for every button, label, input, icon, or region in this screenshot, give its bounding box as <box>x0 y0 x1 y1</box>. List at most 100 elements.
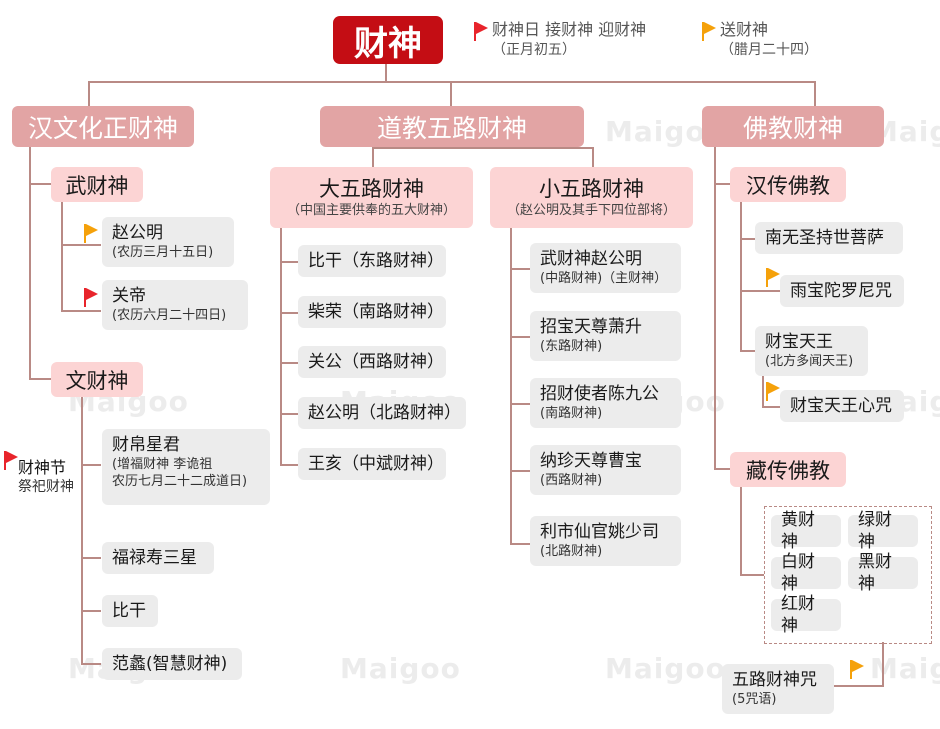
subgroup-wu-label: 武财神 <box>65 173 129 198</box>
leaf-caibo-xingjun: 财帛星君 (增福财神 李诡祖 农历七月二十二成道日) <box>102 429 270 505</box>
orange-flag-icon <box>702 22 716 41</box>
leaf-caibo-xingjun-desc2: 农历七月二十二成道日) <box>112 474 248 489</box>
orange-flag-icon <box>766 268 780 287</box>
leaf-big-five-label: 王亥（中斌财神） <box>308 454 444 474</box>
leaf-treasure-king-mantra-name: 财宝天王心咒 <box>790 396 892 416</box>
subgroup-tibetan-buddhism-label: 藏传佛教 <box>746 458 830 483</box>
red-flag-icon <box>84 288 98 307</box>
leaf-black-jambhala-name: 黑财神 <box>858 552 892 594</box>
category-han-label: 汉文化正财神 <box>27 113 178 143</box>
note-send-caishen-title: 送财神 <box>720 20 769 39</box>
root-node: 财神 <box>333 16 443 64</box>
leaf-big-five-item: 柴荣（南路财神） <box>298 296 446 328</box>
leaf-fulushou-name: 福禄寿三星 <box>112 548 197 568</box>
leaf-small-five-item: 纳珍天尊曹宝 (西路财神) <box>530 445 681 495</box>
leaf-big-five-item: 关公（西路财神） <box>298 346 446 378</box>
leaf-zhao-gongming-date: (农历三月十五日) <box>112 245 214 260</box>
leaf-small-five-role: (西路财神) <box>540 473 603 488</box>
orange-flag-icon <box>850 660 864 679</box>
leaf-treasure-king-name: 财宝天王 <box>765 332 833 352</box>
subgroup-wen: 文财神 <box>51 362 143 397</box>
leaf-zhao-gongming: 赵公明 (农历三月十五日) <box>102 217 234 267</box>
leaf-small-five-name: 武财神赵公明 <box>540 249 642 269</box>
category-han: 汉文化正财神 <box>12 106 194 147</box>
subgroup-big-five: 大五路财神 （中国主要供奉的五大财神） <box>270 167 473 228</box>
leaf-guandi-name: 关帝 <box>112 286 146 306</box>
watermark: Maigoo <box>870 652 940 685</box>
subgroup-wu: 武财神 <box>51 167 143 202</box>
leaf-big-five-label: 赵公明（北路财神） <box>308 403 461 423</box>
category-taoist-label: 道教五路财神 <box>376 113 527 143</box>
orange-flag-icon <box>766 382 780 401</box>
leaf-fanli: 范蠡(智慧财神) <box>102 648 242 680</box>
leaf-big-five-item: 赵公明（北路财神） <box>298 397 466 429</box>
leaf-small-five-item: 利市仙官姚少司 (北路财神) <box>530 516 681 566</box>
leaf-treasure-king-mantra: 财宝天王心咒 <box>780 390 904 422</box>
leaf-big-five-label: 比干（东路财神） <box>308 251 444 271</box>
leaf-small-five-role: (中路财神)（主财神） <box>540 271 668 286</box>
watermark: Maigoo <box>340 652 461 685</box>
note-festival: 财神节 祭祀财神 <box>18 458 74 496</box>
leaf-green-jambhala-name: 绿财神 <box>858 510 892 552</box>
subgroup-han-buddhism-label: 汉传佛教 <box>746 173 830 198</box>
leaf-caibo-xingjun-desc1: (增福财神 李诡祖 <box>112 457 213 472</box>
leaf-fulushou: 福禄寿三星 <box>102 542 214 574</box>
leaf-treasure-king: 财宝天王 (北方多闻天王) <box>755 326 868 376</box>
leaf-bigan-name: 比干 <box>112 601 146 621</box>
leaf-five-path-mantra-name: 五路财神咒 <box>732 670 817 690</box>
leaf-small-five-item: 招宝天尊萧升 (东路财神) <box>530 311 681 361</box>
category-buddhist-label: 佛教财神 <box>742 113 843 143</box>
subgroup-han-buddhism: 汉传佛教 <box>730 167 846 202</box>
note-caishen-day-title: 财神日 接财神 迎财神 <box>492 20 647 39</box>
note-festival-title: 财神节 <box>18 458 67 477</box>
note-send-caishen: 送财神 （腊月二十四） <box>720 20 818 60</box>
leaf-small-five-role: (北路财神) <box>540 544 603 559</box>
subgroup-small-five-desc: （赵公明及其手下四位部将） <box>506 202 676 218</box>
subgroup-big-five-label: 大五路财神 <box>319 176 424 201</box>
subgroup-tibetan-buddhism: 藏传佛教 <box>730 452 846 487</box>
leaf-five-path-mantra-desc: (5咒语) <box>732 692 777 707</box>
note-caishen-day-date: （正月初五） <box>492 42 576 58</box>
leaf-big-five-item: 王亥（中斌财神） <box>298 448 446 480</box>
category-taoist: 道教五路财神 <box>320 106 584 147</box>
subgroup-small-five: 小五路财神 （赵公明及其手下四位部将） <box>490 167 693 228</box>
note-send-caishen-date: （腊月二十四） <box>720 42 818 58</box>
leaf-rain-treasure-mantra-name: 雨宝陀罗尼咒 <box>790 281 892 301</box>
leaf-small-five-name: 招财使者陈九公 <box>540 384 659 404</box>
leaf-black-jambhala: 黑财神 <box>848 552 918 594</box>
watermark: Maigoo <box>605 652 726 685</box>
leaf-small-five-role: (南路财神) <box>540 406 603 421</box>
leaf-treasure-king-desc: (北方多闻天王) <box>765 354 854 369</box>
leaf-bigan: 比干 <box>102 595 158 627</box>
category-buddhist: 佛教财神 <box>702 106 884 147</box>
leaf-small-five-item: 武财神赵公明 (中路财神)（主财神） <box>530 243 681 293</box>
leaf-big-five-label: 柴荣（南路财神） <box>308 302 444 322</box>
note-festival-sub: 祭祀财神 <box>18 479 74 495</box>
leaf-yellow-jambhala-name: 黄财神 <box>781 510 815 552</box>
red-flag-icon <box>474 22 488 41</box>
leaf-small-five-item: 招财使者陈九公 (南路财神) <box>530 378 681 428</box>
leaf-small-five-name: 纳珍天尊曹宝 <box>540 451 642 471</box>
subgroup-wen-label: 文财神 <box>65 368 129 393</box>
leaf-bodhisattva: 南无圣持世菩萨 <box>755 222 903 254</box>
subgroup-big-five-desc: （中国主要供奉的五大财神） <box>286 202 456 218</box>
leaf-fanli-name: 范蠡(智慧财神) <box>112 654 228 674</box>
leaf-big-five-item: 比干（东路财神） <box>298 245 446 277</box>
leaf-small-five-role: (东路财神) <box>540 339 603 354</box>
leaf-red-jambhala: 红财神 <box>771 594 841 636</box>
red-flag-icon <box>4 451 18 470</box>
tibetan-deities-group <box>764 506 932 644</box>
leaf-five-path-mantra: 五路财神咒 (5咒语) <box>722 664 834 714</box>
leaf-guandi-date: (农历六月二十四日) <box>112 308 227 323</box>
root-label: 财神 <box>354 23 422 64</box>
leaf-red-jambhala-name: 红财神 <box>781 594 815 636</box>
leaf-green-jambhala: 绿财神 <box>848 510 918 552</box>
leaf-yellow-jambhala: 黄财神 <box>771 510 841 552</box>
leaf-caibo-xingjun-name: 财帛星君 <box>112 435 180 455</box>
subgroup-small-five-label: 小五路财神 <box>539 176 644 201</box>
leaf-white-jambhala-name: 白财神 <box>781 552 815 594</box>
leaf-big-five-label: 关公（西路财神） <box>308 352 444 372</box>
orange-flag-icon <box>84 224 98 243</box>
leaf-guandi: 关帝 (农历六月二十四日) <box>102 280 248 330</box>
leaf-white-jambhala: 白财神 <box>771 552 841 594</box>
